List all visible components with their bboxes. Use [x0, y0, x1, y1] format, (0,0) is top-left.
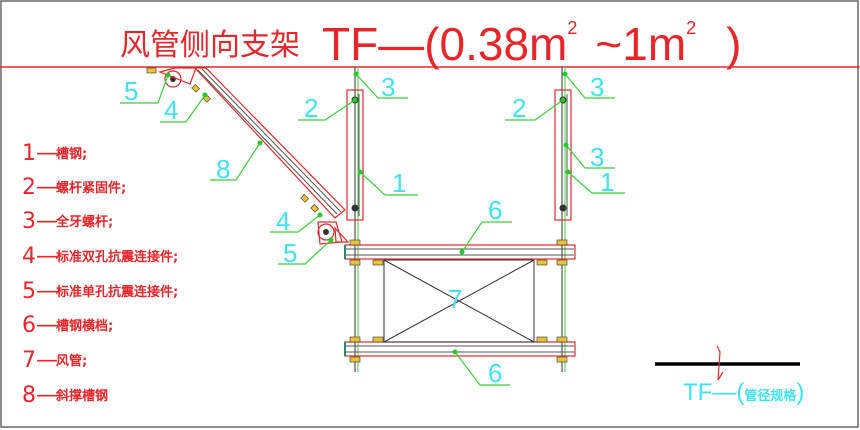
- svg-text:槽钢;: 槽钢;: [56, 146, 87, 162]
- svg-text:全牙螺杆;: 全牙螺杆;: [55, 214, 113, 230]
- svg-text:标准双孔抗震连接件;: 标准双孔抗震连接件;: [55, 249, 178, 265]
- callout-8: 8: [216, 154, 230, 184]
- legend: 1—槽钢; 2—螺杆紧固件; 3—全牙螺杆; 4—标准双孔抗震连接件; 5—标准…: [22, 141, 178, 408]
- callout-6: 6: [488, 358, 502, 388]
- title-name: 风管侧向支架: [120, 28, 300, 63]
- callout-3: 3: [381, 72, 395, 102]
- legend-item: 1—槽钢;: [22, 141, 87, 166]
- callouts: 5 4 8 4 5 2 3 1 2 3 3 1 6 7 6: [120, 71, 625, 388]
- section-mark: TF—(管径规格): [655, 345, 804, 406]
- callout-2: 2: [304, 93, 318, 123]
- svg-text:5—: 5—: [22, 279, 58, 304]
- svg-text:TF—(管径规格): TF—(管径规格): [683, 379, 804, 406]
- callout-5: 5: [124, 76, 138, 106]
- threaded-rod-left: [346, 67, 364, 372]
- legend-item: 6—槽钢横档;: [22, 313, 113, 338]
- svg-text:3—: 3—: [22, 209, 58, 234]
- callout-1: 1: [600, 167, 614, 197]
- legend-item: 7—风管;: [22, 348, 87, 373]
- svg-text:4—: 4—: [22, 244, 58, 269]
- air-duct: [383, 259, 535, 343]
- threaded-rod-right: [554, 67, 572, 372]
- svg-text:1—: 1—: [22, 141, 58, 166]
- callout-1: 1: [392, 168, 406, 198]
- callout-4: 4: [276, 206, 290, 236]
- legend-item: 3—全牙螺杆;: [22, 209, 113, 234]
- svg-text:7—: 7—: [22, 348, 58, 373]
- svg-text:螺杆紧固件;: 螺杆紧固件;: [56, 180, 126, 196]
- svg-text:2—: 2—: [22, 175, 58, 200]
- svg-text:斜撑槽钢: 斜撑槽钢: [55, 388, 108, 404]
- svg-text:8—: 8—: [22, 383, 58, 408]
- legend-item: 2—螺杆紧固件;: [22, 175, 126, 200]
- callout-3: 3: [590, 72, 604, 102]
- legend-item: 4—标准双孔抗震连接件;: [22, 244, 178, 269]
- svg-text:标准单孔抗震连接件;: 标准单孔抗震连接件;: [55, 284, 178, 300]
- svg-text:风管;: 风管;: [56, 353, 87, 369]
- legend-item: 5—标准单孔抗震连接件;: [22, 279, 178, 304]
- callout-2: 2: [512, 93, 526, 123]
- callout-7: 7: [448, 284, 462, 314]
- callout-3: 3: [590, 142, 604, 172]
- svg-text:6—: 6—: [22, 313, 58, 338]
- callout-4: 4: [164, 95, 178, 125]
- callout-5: 5: [283, 238, 297, 268]
- crossbar-bottom: [344, 336, 576, 363]
- svg-text:槽钢横档;: 槽钢横档;: [56, 318, 113, 334]
- crossbar-top: [344, 239, 576, 266]
- title-spec: TF—(0.38m2~1m2): [322, 18, 742, 70]
- break-symbol-icon: [716, 345, 724, 381]
- legend-item: 8—斜撑槽钢: [22, 383, 108, 408]
- callout-6: 6: [488, 195, 502, 225]
